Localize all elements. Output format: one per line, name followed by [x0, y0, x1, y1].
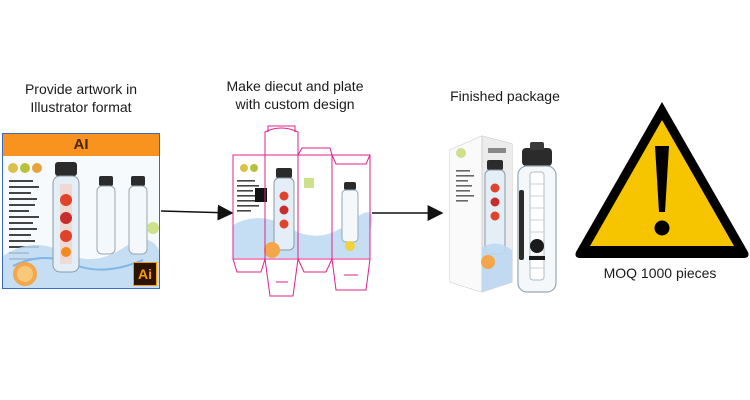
fruit-icon: [8, 163, 18, 173]
ai-header-bar: AI: [3, 134, 159, 156]
arrow-right-icon: [160, 204, 234, 221]
bottle-cap: [522, 148, 552, 166]
adobe-illustrator-icon: Ai: [133, 262, 157, 286]
water-splash: [3, 239, 159, 288]
step3-caption: Finished package: [450, 88, 560, 104]
step2-caption: Make diecut and plate with custom design: [215, 77, 375, 113]
badge-icon: [147, 222, 159, 234]
illustrator-artwork-panel: AI: [2, 133, 160, 289]
step4-caption: MOQ 1000 pieces: [603, 265, 717, 281]
step2-caption-line2: with custom design: [235, 96, 355, 112]
artwork-illustration: [3, 162, 159, 288]
fruit-icon: [20, 163, 30, 173]
step1-caption: Provide artwork in Illustrator format: [6, 80, 156, 116]
step1-caption-line2: Illustrator format: [30, 99, 132, 115]
finished-package: [449, 135, 557, 293]
bottle-with-fruit: [52, 162, 80, 273]
bottle-outline: [96, 176, 116, 255]
bottle-outline: [128, 176, 148, 255]
diecut-dieline: [232, 125, 373, 297]
warning-triangle-icon: [575, 102, 749, 258]
step2-caption-line1: Make diecut and plate: [226, 78, 364, 94]
fruit-icon: [32, 163, 42, 173]
step1-caption-line1: Provide artwork in: [24, 81, 138, 97]
